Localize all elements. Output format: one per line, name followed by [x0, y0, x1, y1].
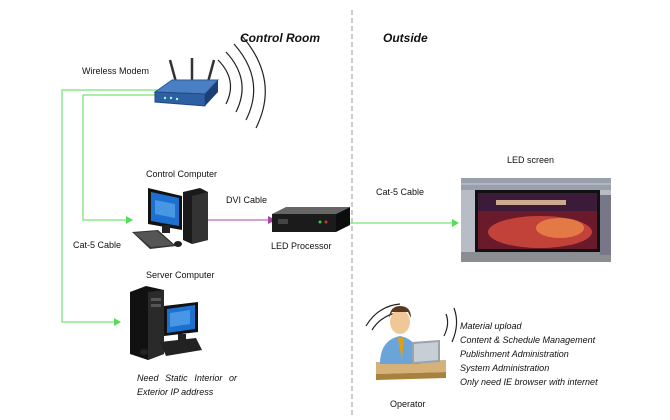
- feature-item: Content & Schedule Management: [460, 335, 596, 345]
- led-processor-icon: [272, 207, 350, 232]
- modem-to-control-link: [82, 94, 160, 221]
- feature-item: Material upload: [460, 321, 522, 331]
- server-ip-note-line1: Need Static Interior or: [137, 371, 237, 385]
- server-computer-icon: [130, 286, 202, 360]
- note-word: Static: [165, 373, 188, 383]
- note-word: or: [228, 373, 237, 383]
- feature-item: System Administration: [460, 363, 550, 373]
- modem-signal-icon: [217, 35, 266, 129]
- label-led-screen: LED screen: [507, 155, 555, 165]
- section-title-control-room: Control Room: [240, 31, 320, 45]
- operator-feature-list: Material upload Content & Schedule Manag…: [460, 319, 598, 389]
- control-computer-icon: [132, 188, 208, 249]
- server-ip-note: Need Static Interior or Exterior IP addr…: [137, 371, 237, 399]
- section-title-outside: Outside: [383, 31, 428, 45]
- label-server-computer: Server Computer: [146, 270, 215, 280]
- note-word: Need: [137, 373, 159, 383]
- label-operator: Operator: [390, 399, 426, 409]
- modem-to-server-link: [61, 89, 160, 323]
- label-dvi-cable: DVI Cable: [226, 195, 268, 205]
- server-ip-note-line2: Exterior IP address: [137, 387, 214, 397]
- led-screen-icon: [461, 178, 611, 262]
- feature-item: Only need IE browser with internet: [460, 377, 598, 387]
- label-wireless-modem: Wireless Modem: [82, 66, 150, 76]
- arrowhead-screen: [452, 219, 459, 227]
- note-word: Interior: [194, 373, 223, 383]
- label-cat5-cable-left: Cat-5 Cable: [73, 240, 122, 250]
- feature-item: Publishment Administration: [460, 349, 569, 359]
- operator-icon: [365, 303, 458, 380]
- label-led-processor: LED Processor: [271, 241, 332, 251]
- label-control-computer: Control Computer: [146, 169, 218, 179]
- arrowhead-server: [114, 318, 121, 326]
- wireless-modem-icon: [153, 58, 220, 107]
- label-cat5-cable-right: Cat-5 Cable: [376, 187, 425, 197]
- arrowhead-control: [126, 216, 133, 224]
